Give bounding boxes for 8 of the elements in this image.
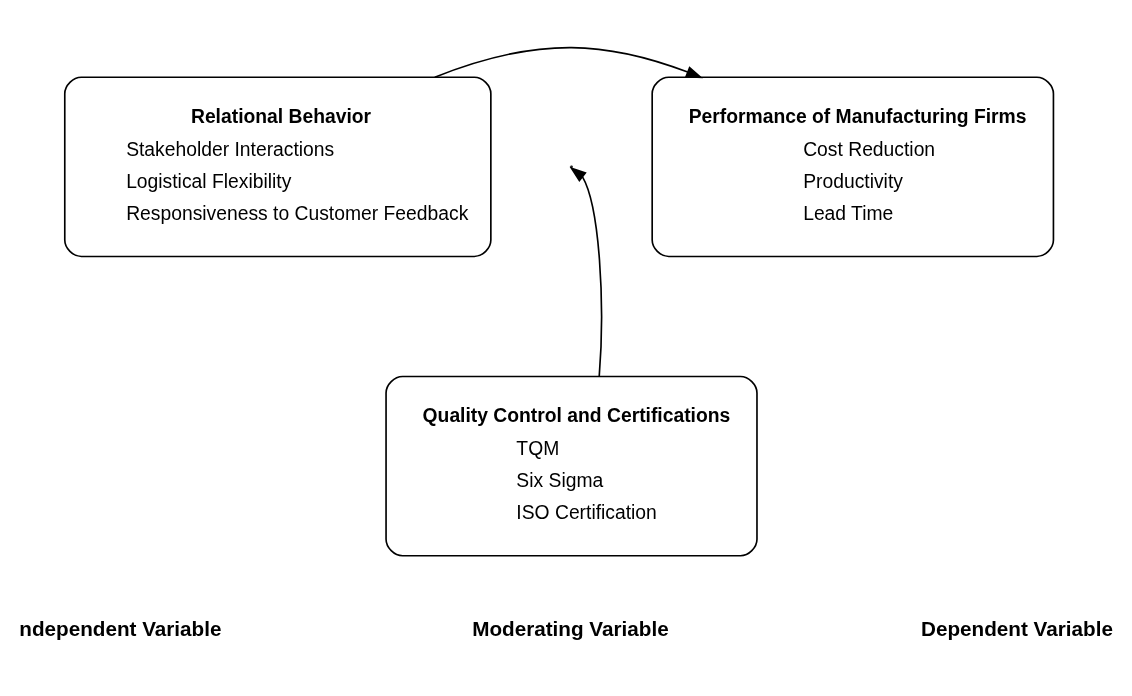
label: Moderating Variable	[472, 616, 669, 640]
arrow	[433, 46, 703, 78]
node-box: Relational Behavior Stakeholder Interactions Logistical Flexibility Responsiveness to Customer Feedback	[63, 75, 492, 257]
label: Dependent Variable	[921, 616, 1113, 640]
node-box: Performance of Manufacturing Firms Cost Reduction Productivity Lead Time	[651, 75, 1055, 257]
label: ndependent Variable	[19, 616, 222, 640]
node-box: Quality Control and Certifications TQM Six Sigma ISO Certification	[385, 375, 758, 557]
arrow	[569, 166, 603, 377]
